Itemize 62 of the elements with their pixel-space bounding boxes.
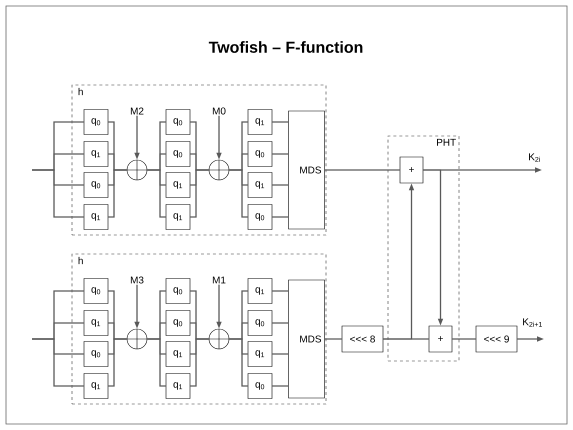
- q-box: q$_{0}$: [166, 141, 190, 167]
- q-box: q$_{1}$: [248, 278, 272, 304]
- rotate-box: <<< 8: [342, 326, 384, 352]
- connector-line: [108, 169, 127, 218]
- connector-line: [452, 338, 476, 340]
- connector-line: [32, 169, 84, 218]
- connector-line: [229, 169, 248, 218]
- q-box: q$_{0}$: [166, 310, 190, 336]
- q-box: q$_{0}$: [84, 109, 108, 135]
- q-box: q$_{0}$: [248, 373, 272, 399]
- q-box: q$_{1}$: [248, 172, 272, 198]
- connector-line: [32, 338, 84, 387]
- q-box: q$_{1}$: [84, 373, 108, 399]
- connector-line: [147, 169, 166, 218]
- output-label: K$_{2i}$: [529, 153, 540, 162]
- q-box: q$_{0}$: [248, 204, 272, 230]
- q-box: q$_{0}$: [84, 341, 108, 367]
- connector-line: [272, 290, 288, 292]
- xor-circle: [126, 328, 148, 350]
- xor-circle: [208, 328, 230, 350]
- xor-circle: [208, 160, 230, 180]
- q-box: q$_{0}$: [84, 278, 108, 304]
- connector-line: [190, 169, 209, 218]
- title: Twofish – F-function: [208, 41, 362, 53]
- mds-box: MDS: [288, 110, 325, 230]
- q-box: q$_{1}$: [166, 373, 190, 399]
- connector-line: [108, 338, 127, 387]
- connector-line: [272, 216, 288, 218]
- connector-line: [324, 169, 400, 171]
- q-box: q$_{0}$: [248, 141, 272, 167]
- connector-line: [272, 153, 288, 155]
- key-label: M3: [130, 276, 144, 284]
- q-box: q$_{1}$: [84, 141, 108, 167]
- q-box: q$_{1}$: [84, 204, 108, 230]
- connector-line: [272, 322, 288, 324]
- connector-line: [324, 338, 342, 340]
- connector-line: [272, 385, 288, 387]
- q-box: q$_{0}$: [84, 172, 108, 198]
- q-box: q$_{0}$: [166, 109, 190, 135]
- connector-line: [272, 184, 288, 186]
- q-box: q$_{1}$: [84, 310, 108, 336]
- xor-circle: [126, 160, 148, 180]
- connector-line: [272, 353, 288, 355]
- q-box: q$_{1}$: [166, 204, 190, 230]
- q-box: q$_{1}$: [166, 172, 190, 198]
- q-box: q$_{1}$: [248, 341, 272, 367]
- q-box: q$_{1}$: [248, 109, 272, 135]
- rotate-box: <<< 9: [476, 326, 518, 352]
- q-box: q$_{0}$: [248, 310, 272, 336]
- connector-line: [272, 121, 288, 123]
- q-box: q$_{1}$: [166, 341, 190, 367]
- mds-box: MDS: [288, 280, 325, 398]
- key-label: M1: [212, 276, 226, 284]
- output-label: K$_{2i+1}$: [523, 318, 542, 327]
- key-label: M0: [212, 107, 226, 115]
- key-label: M2: [130, 108, 144, 114]
- connector-line: [190, 338, 209, 387]
- adder-box: +: [428, 326, 452, 352]
- connector-line: [147, 338, 166, 387]
- q-box: q$_{0}$: [166, 278, 190, 304]
- adder-box: +: [400, 156, 424, 184]
- connector-line: [229, 338, 248, 387]
